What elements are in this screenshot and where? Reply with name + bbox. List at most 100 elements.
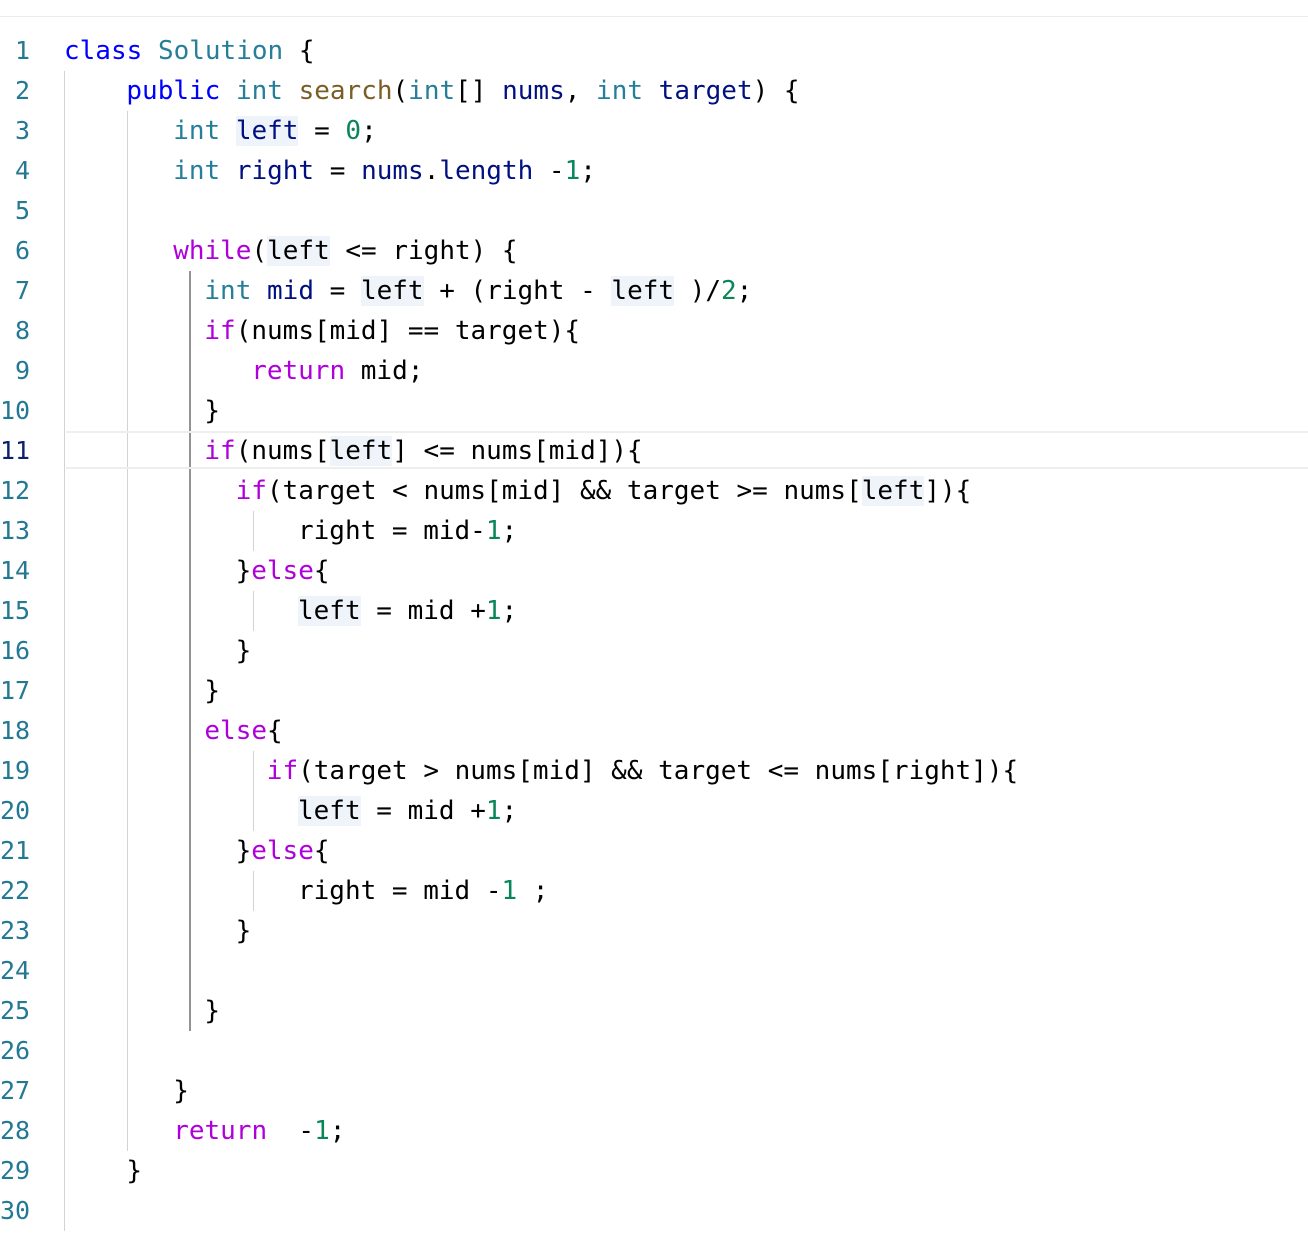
code-line[interactable]: 5 (0, 191, 1308, 231)
code-token: . (423, 156, 440, 186)
code-token: (nums[mid] == target){ (235, 316, 581, 346)
code-line[interactable]: 22 right = mid -1 ; (0, 871, 1308, 911)
indent-guide (253, 591, 254, 631)
code-text: } (204, 991, 220, 1031)
code-token: ( (251, 236, 268, 266)
line-number: 30 (0, 1196, 31, 1225)
code-token: if (266, 756, 299, 786)
line-number: 4 (14, 156, 30, 185)
code-text: } (126, 1151, 142, 1191)
code-token (220, 116, 236, 146)
code-line[interactable]: 29} (0, 1151, 1308, 1191)
code-text: else{ (204, 711, 282, 751)
code-line[interactable]: 15 left = mid +1; (0, 591, 1308, 631)
code-text: if(target < nums[mid] && target >= nums[… (235, 471, 972, 511)
code-text: }else{ (236, 831, 330, 871)
code-token: length (439, 156, 534, 186)
code-line[interactable]: 14}else{ (0, 551, 1308, 591)
code-text: if(nums[mid] == target){ (204, 311, 580, 351)
line-number: 24 (0, 956, 31, 985)
indent-guide (127, 111, 128, 1151)
line-number: 8 (14, 316, 30, 345)
line-number: 1 (14, 36, 30, 65)
line-number: 15 (0, 596, 31, 625)
code-token: else (251, 556, 314, 586)
code-line[interactable]: 24 (0, 951, 1308, 991)
code-token: mid; (345, 356, 424, 386)
code-token: nums (361, 156, 424, 186)
code-line[interactable]: 23} (0, 911, 1308, 951)
code-token: int (235, 76, 283, 106)
code-token (220, 76, 236, 106)
code-token: return (251, 356, 346, 386)
line-number: 5 (14, 196, 30, 225)
code-line[interactable]: 17} (0, 671, 1308, 711)
code-token: , (564, 76, 597, 106)
line-number: 29 (0, 1156, 31, 1185)
code-token: ; (517, 876, 549, 906)
line-number: 11 (0, 436, 31, 465)
code-token: int (596, 76, 644, 106)
code-token: int (173, 156, 221, 186)
code-token: 0 (345, 116, 362, 146)
line-number: 7 (14, 276, 30, 305)
code-token: Solution (157, 36, 284, 66)
code-line[interactable]: 26 (0, 1031, 1308, 1071)
code-line[interactable]: 21 }else{ (0, 831, 1308, 871)
line-number: 28 (0, 1116, 31, 1145)
code-token: int (204, 276, 252, 306)
code-token: left (298, 596, 361, 626)
code-line[interactable]: 10} (0, 391, 1308, 431)
code-token: = mid + (360, 596, 486, 626)
indent-guide (253, 511, 254, 551)
line-number: 17 (0, 676, 31, 705)
code-token: while (173, 236, 252, 266)
indent-guide (253, 871, 254, 911)
indent-guide (64, 71, 65, 1231)
code-text: class Solution { (64, 31, 314, 71)
code-text: public int search(int[] nums, int target… (126, 71, 799, 111)
code-line[interactable]: 27} (0, 1071, 1308, 1111)
code-token (142, 36, 158, 66)
code-token: if (235, 476, 267, 506)
code-token: 1 (485, 796, 502, 826)
code-token: left (861, 476, 925, 506)
code-token: ; (501, 516, 518, 546)
code-token: ]){ (924, 476, 972, 506)
code-token (251, 276, 267, 306)
code-text: }else{ (236, 551, 330, 591)
line-number: 10 (0, 396, 31, 425)
code-token: left (360, 276, 424, 306)
line-number: 21 (0, 836, 31, 865)
line-number: 22 (0, 876, 31, 905)
code-editor[interactable]: 1 class Solution { 2 public int search(int[… (0, 31, 1308, 1231)
line-number: 2 (14, 76, 30, 105)
code-line[interactable]: 30 (0, 1191, 1308, 1231)
code-text: left = mid +1; (298, 591, 517, 631)
code-line[interactable]: 8 if(nums[mid] == target){ (0, 311, 1308, 351)
code-token: = (314, 156, 362, 186)
code-line[interactable]: 11 if(nums[left] <= nums[mid]){ (0, 431, 1308, 471)
code-token (643, 76, 659, 106)
code-line[interactable]: 2 public int search(int[] nums, int targe… (0, 71, 1308, 111)
code-line[interactable]: 25} (0, 991, 1308, 1031)
code-text: if(nums[left] <= nums[mid]){ (204, 431, 643, 471)
line-number: 19 (0, 756, 31, 785)
code-text: } (173, 1071, 189, 1111)
code-token: 1 (501, 876, 518, 906)
code-line[interactable]: 1 class Solution { (0, 31, 1308, 71)
code-line[interactable]: 16} (0, 631, 1308, 671)
line-number: 25 (0, 996, 31, 1025)
code-text: right = mid -1 ; (298, 871, 548, 911)
